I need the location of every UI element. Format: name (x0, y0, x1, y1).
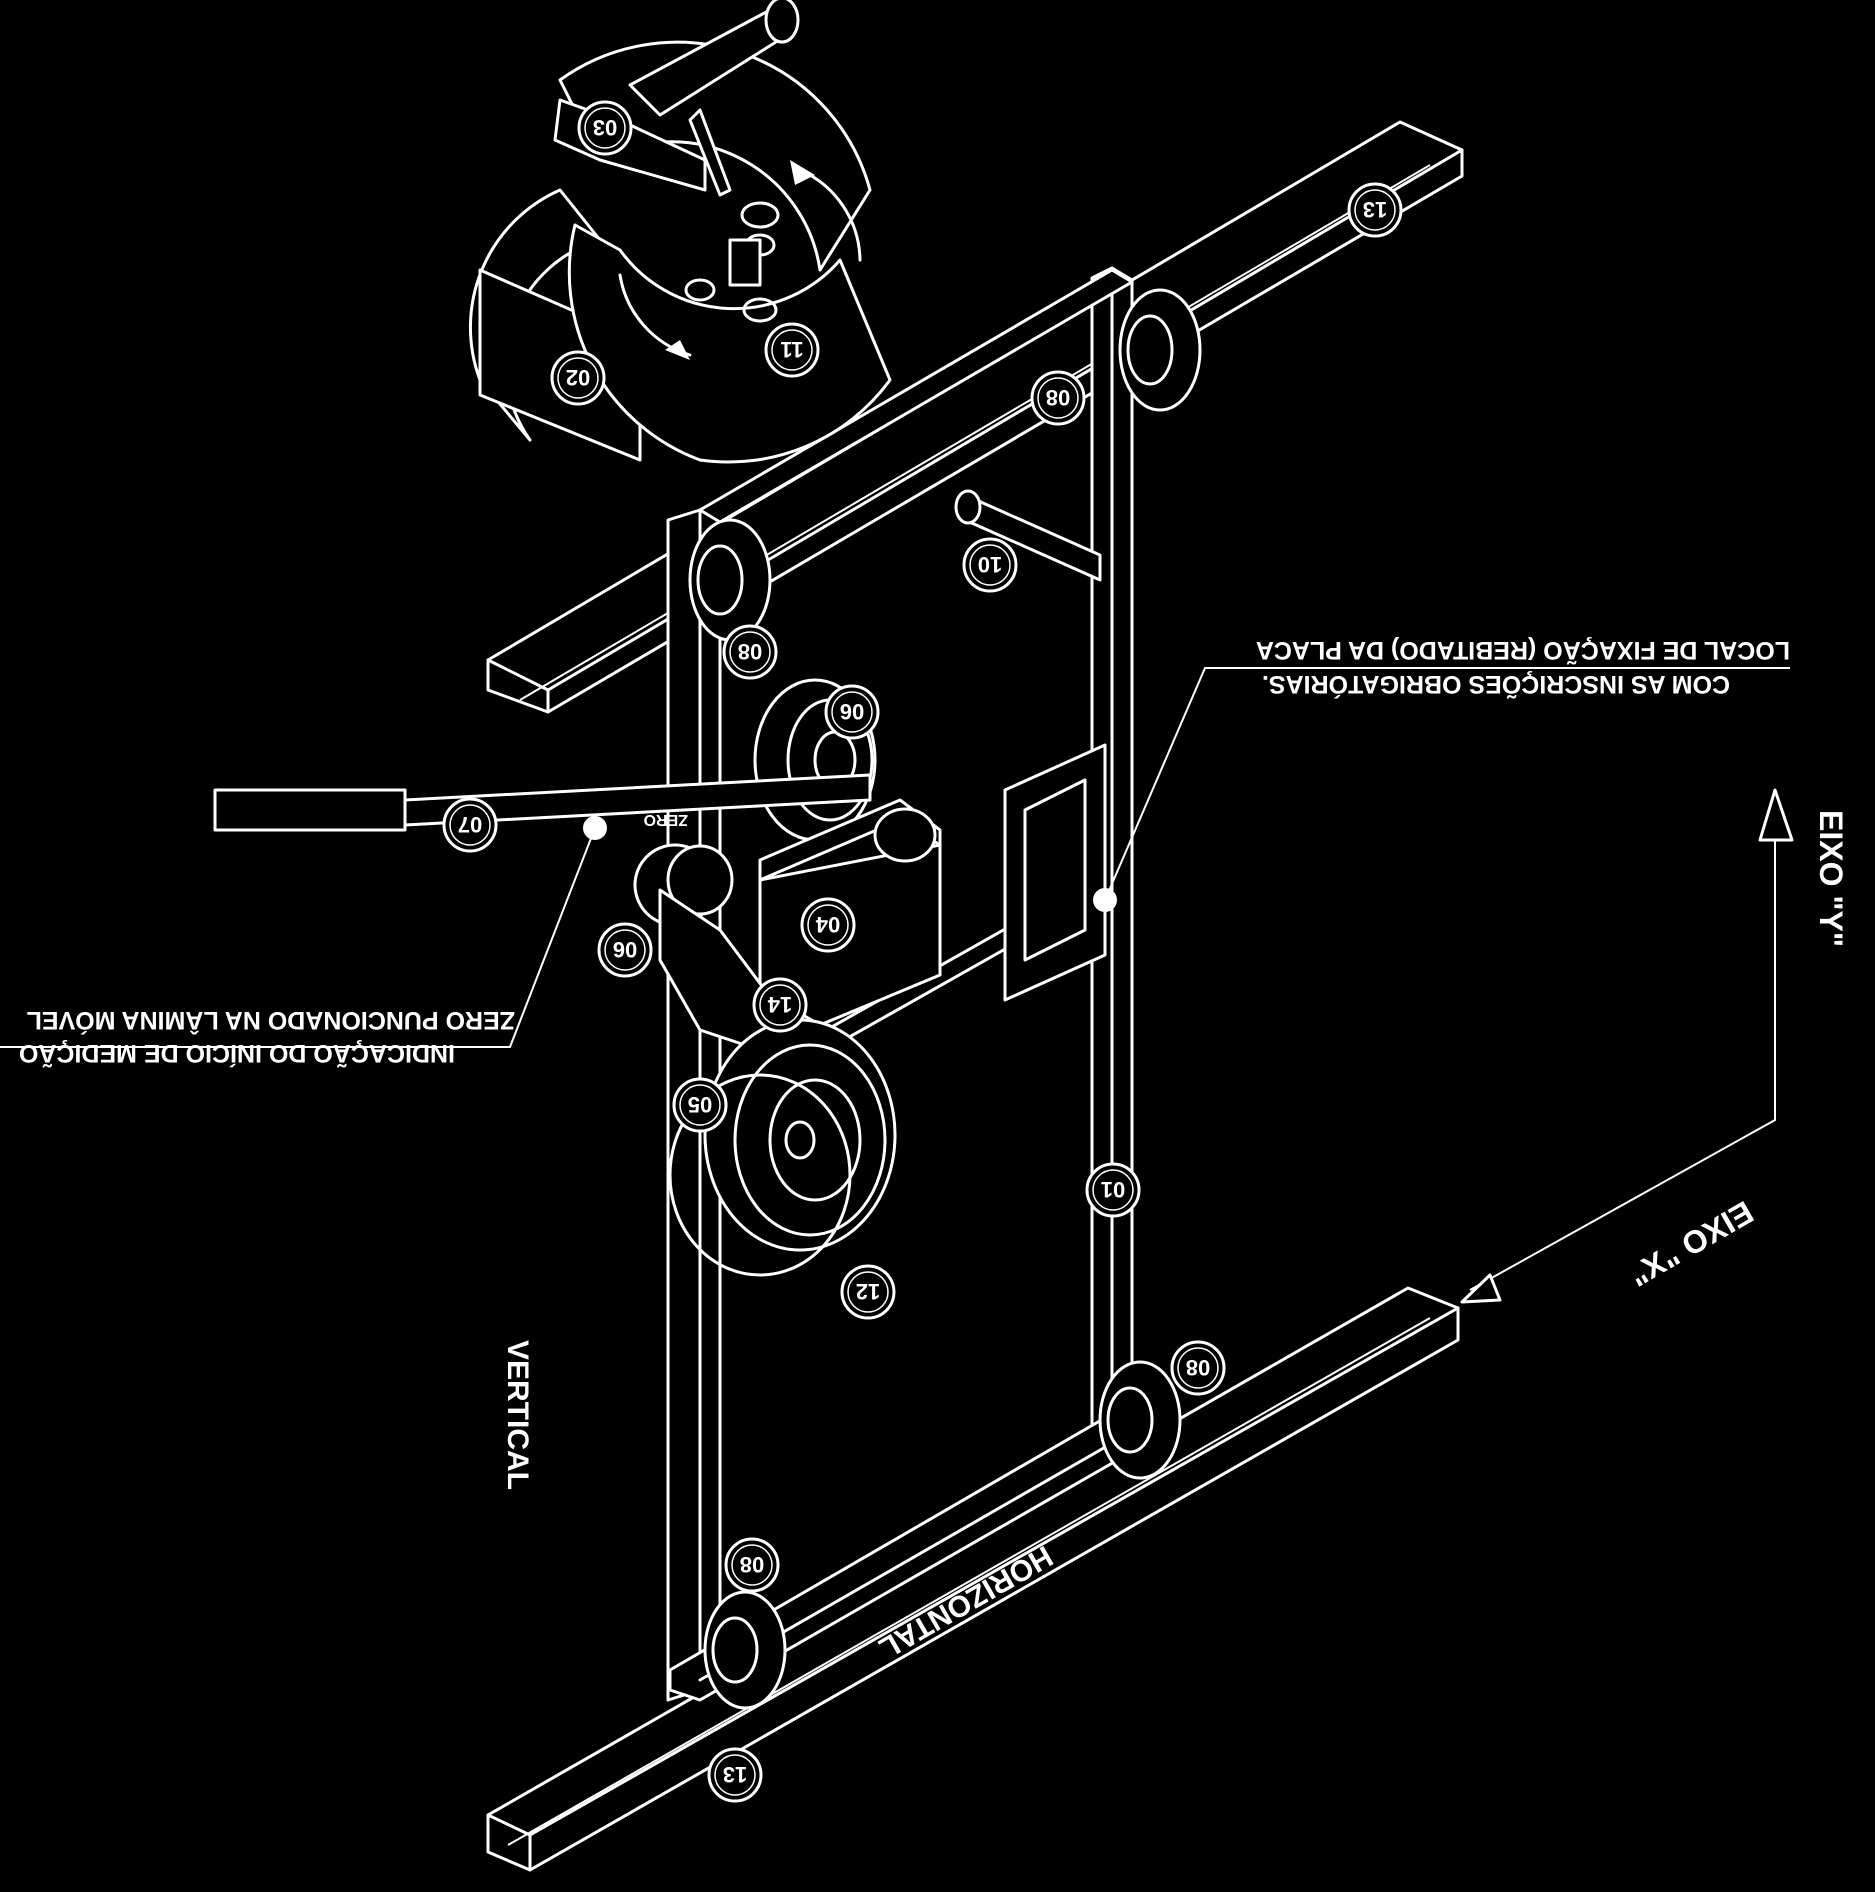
callout-13-top: 13 (1347, 182, 1403, 238)
callout-05: 05 (672, 1077, 728, 1133)
svg-text:10: 10 (978, 552, 1002, 577)
pin-10 (954, 489, 1102, 582)
label-eixo-y: EIXO "Y" (1813, 810, 1849, 947)
callout-04: 04 (800, 897, 856, 953)
lower-rail (486, 1286, 1460, 1872)
callout-08-top-right: 08 (1030, 370, 1086, 426)
svg-text:05: 05 (688, 1092, 712, 1117)
callout-01: 01 (1085, 1162, 1141, 1218)
zero-note-line2: INDICAÇÃO DO INÍCIO DE MEDIÇÃO (19, 1039, 455, 1069)
callout-06-mid: 06 (597, 922, 653, 978)
zero-note-line1: ZERO PUNCIONADO NA LÂMINA MÓVEL (27, 1006, 515, 1036)
svg-text:13: 13 (1363, 197, 1387, 222)
callout-06-top: 06 (824, 684, 880, 740)
svg-text:08: 08 (738, 639, 762, 664)
callout-08-top-left: 08 (722, 624, 778, 680)
svg-text:01: 01 (1101, 1177, 1125, 1202)
callout-03: 03 (577, 100, 633, 156)
leader-lines (0, 667, 1790, 1048)
cutter-head (468, 0, 892, 464)
callout-08-bottom-right: 08 (1170, 1340, 1226, 1396)
svg-text:03: 03 (593, 115, 617, 140)
measuring-mechanism (213, 678, 1107, 1277)
label-eixo-x: EIXO "X" (1623, 1194, 1760, 1294)
callout-14: 14 (752, 977, 808, 1033)
annotation-placa: LOCAL DE FIXAÇÃO (REBITADO) DA PLACA COM… (1256, 636, 1790, 700)
callout-08-bottom-left: 08 (724, 1537, 780, 1593)
rollers (688, 288, 1202, 1710)
svg-text:11: 11 (780, 337, 803, 362)
svg-text:04: 04 (815, 912, 840, 937)
svg-text:08: 08 (740, 1552, 764, 1577)
label-zero-tag: ZERO (644, 811, 688, 828)
annotation-zero: ZERO PUNCIONADO NA LÂMINA MÓVEL INDICAÇÃ… (19, 1006, 515, 1069)
svg-text:14: 14 (767, 992, 792, 1017)
svg-text:07: 07 (458, 812, 482, 837)
callout-10: 10 (962, 537, 1018, 593)
svg-text:08: 08 (1186, 1355, 1210, 1380)
svg-text:02: 02 (566, 365, 590, 390)
callout-12: 12 (840, 1264, 896, 1320)
callout-11: 11 (764, 322, 820, 378)
svg-text:06: 06 (613, 937, 637, 962)
svg-text:06: 06 (840, 699, 864, 724)
svg-text:13: 13 (723, 1762, 747, 1787)
callout-02: 02 (550, 350, 606, 406)
callout-13-bottom: 13 (707, 1747, 763, 1803)
callout-07: 07 (442, 797, 498, 853)
callouts: 03 02 11 13 08 10 08 06 (442, 100, 1403, 1803)
axis-arrows (1460, 788, 1794, 1304)
svg-text:08: 08 (1046, 385, 1070, 410)
svg-text:12: 12 (856, 1279, 880, 1304)
label-vertical: VERTICAL (501, 1340, 534, 1490)
placa-note-line1: LOCAL DE FIXAÇÃO (REBITADO) DA PLACA (1256, 636, 1790, 666)
placa-note-line2: COM AS INSCRIÇÕES OBRIGATÓRIAS. (1262, 670, 1730, 700)
